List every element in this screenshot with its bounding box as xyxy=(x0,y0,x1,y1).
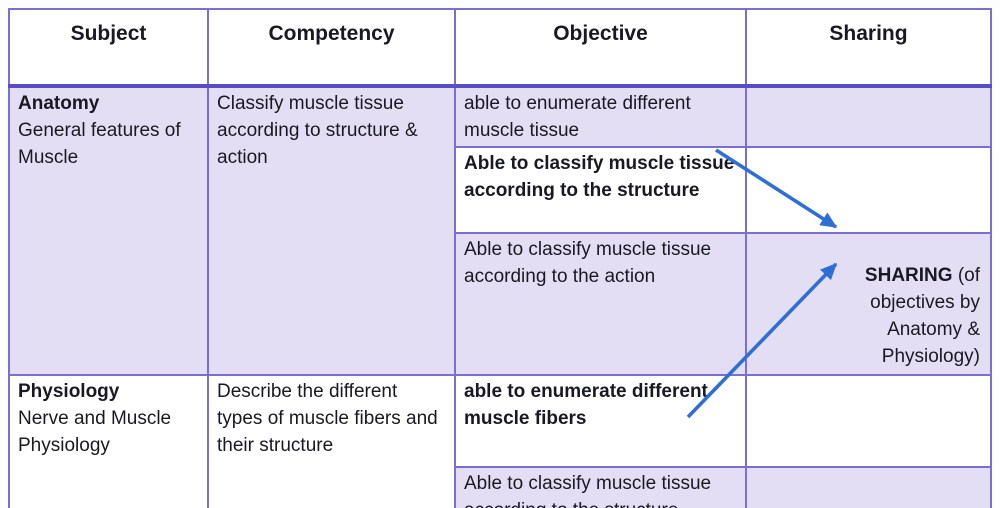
physiology-row-1: Physiology Nerve and Muscle Physiology D… xyxy=(8,374,992,508)
column-header-subject: Subject xyxy=(8,8,209,88)
physiology-row-2: Able to classify muscle tissue according… xyxy=(9,466,992,508)
anatomy-row-1: Anatomy General features of Muscle Class… xyxy=(8,85,992,376)
anatomy-subject-cell: Anatomy General features of Muscle xyxy=(8,85,209,376)
anatomy-competency-cell: Classify muscle tissue according to stru… xyxy=(207,85,456,376)
sharing-cell-anatomy-2 xyxy=(745,146,992,234)
physiology-subject-detail: Nerve and Muscle Physiology xyxy=(18,408,172,456)
physiology-objective-2-cell: Able to classify muscle tissue according… xyxy=(454,466,747,508)
sharing-cell-physiology-1 xyxy=(745,374,992,468)
column-header-objective: Objective xyxy=(454,8,747,88)
curriculum-mapping-table: Subject Competency Objective Sharing Ana… xyxy=(8,8,992,508)
sharing-cell-physiology-2 xyxy=(745,466,992,508)
anatomy-objective-1-cell: able to enumerate different muscle tissu… xyxy=(454,85,747,148)
column-header-sharing: Sharing xyxy=(745,8,992,88)
physiology-subject-title: Physiology xyxy=(18,381,120,402)
anatomy-subject-detail: General features of Muscle xyxy=(18,120,181,168)
anatomy-subject-title: Anatomy xyxy=(18,93,100,114)
anatomy-objective-2-cell: Able to classify muscle tissue according… xyxy=(454,146,747,234)
column-header-competency: Competency xyxy=(207,8,456,88)
anatomy-objective-3-cell: Able to classify muscle tissue according… xyxy=(454,232,747,376)
sharing-note: SHARING (of objectives by Anatomy & Phys… xyxy=(755,262,982,370)
header-row: Subject Competency Objective Sharing xyxy=(8,8,992,88)
physiology-subject-cell: Physiology Nerve and Muscle Physiology xyxy=(8,374,209,508)
physiology-competency-cell: Describe the different types of muscle f… xyxy=(207,374,456,508)
sharing-note-rest: (of objectives by Anatomy & Physiology) xyxy=(870,265,980,367)
sharing-cell-anatomy-1 xyxy=(745,85,992,148)
sharing-cell-anatomy-3: SHARING (of objectives by Anatomy & Phys… xyxy=(745,232,992,376)
sharing-note-highlight: SHARING xyxy=(864,265,953,286)
physiology-objective-1-cell: able to enumerate different muscle fiber… xyxy=(454,374,747,468)
